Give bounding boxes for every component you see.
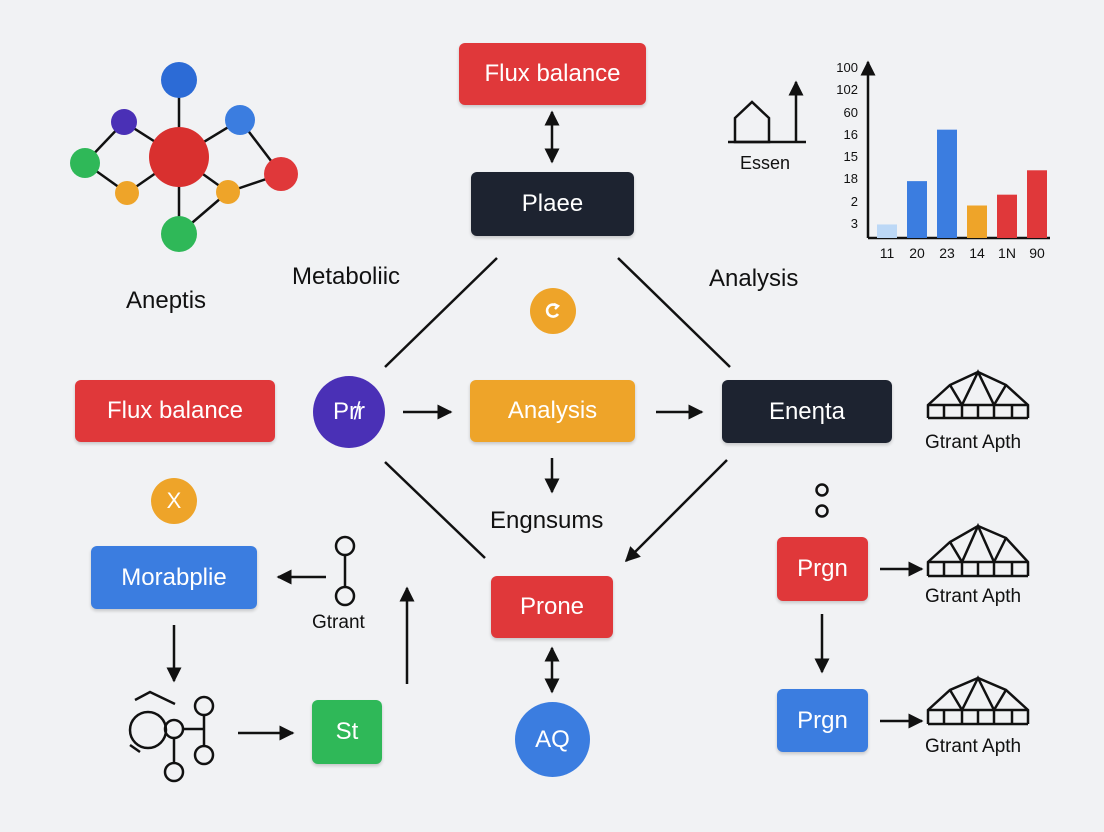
prone-node[interactable]: Prone [491,576,613,638]
chart-bar-11 [877,224,897,238]
chart-x-tick: 1N [998,245,1016,261]
chart-x-tick: 23 [939,245,955,261]
analysis-node[interactable]: Analysis [470,380,635,442]
eneqta-node[interactable]: Eneηta [722,380,892,443]
prgn-red-node[interactable]: Prgn [777,537,868,601]
bar-chart [860,60,1050,240]
x-badge[interactable]: X [151,478,197,524]
aq-circle-node[interactable]: AQ [515,702,590,777]
st-node[interactable]: St [312,700,382,764]
chart-y-tick: 16 [843,126,858,142]
flow-arrows [166,110,924,741]
connector-plaee-eneqta [617,257,731,368]
refresh-icon [545,302,561,318]
diamond-connectors [384,257,731,563]
connector-plaee-prr [384,257,498,368]
chart-x-tick: 14 [969,245,985,261]
chart-bar-20 [907,181,927,238]
refresh-badge[interactable] [530,288,576,334]
circuit-icon [128,690,215,783]
connector-prr-prone [384,461,486,559]
link-chain-icon [815,483,829,518]
gtrant-apth-label-2: Gtrant Apth [925,586,1022,607]
chart-y-tick: 2 [850,193,858,209]
flux-balance-top-node[interactable]: Flux balance [459,43,646,105]
prr-circle-node[interactable]: Pr̸r [313,376,385,448]
prgn-blue-node[interactable]: Prgn [777,689,868,752]
chart-y-tick: 60 [843,104,858,120]
dome-network-icon-1 [926,369,1030,420]
chart-y-tick: 3 [850,216,858,231]
chart-bar-14 [967,205,987,238]
chart-x-tick: 11 [879,245,895,261]
gtrant-apth-label-3: Gtrant Apth [925,736,1022,757]
chart-bar-23 [937,129,957,238]
chart-y-tick: 102 [836,82,858,98]
metabolic-label: Metaboliic [292,263,401,290]
plaee-node[interactable]: Plaee [471,172,634,236]
engnsums-label: Engnsums [490,507,604,534]
essen-label: Essen [740,153,791,173]
dome-network-icon-2 [926,522,1030,578]
gtrant-apth-label-1: Gtrant Apth [925,432,1022,453]
chart-x-tick: 90 [1029,245,1045,261]
dome-network-icon-3 [926,675,1030,726]
chart-y-tick: 15 [843,149,858,165]
connector-eneqta-prone [624,459,728,563]
morabplie-node[interactable]: Morabplie [91,546,257,609]
gtrant-label: Gtrant [312,612,365,633]
analysis-label: Analysis [709,265,799,292]
chart-y-tick: 100 [836,60,858,75]
molecule-label: Aneptis [126,287,207,314]
flux-balance-left-node[interactable]: Flux balance [75,380,275,442]
molecule-icon [70,62,298,252]
chart-y-tick: 18 [843,171,858,187]
node-link-icon [334,535,356,607]
house-growth-icon [728,80,806,144]
chart-x-tick: 20 [909,245,925,261]
chart-bar-90 [1027,170,1047,238]
chart-bar-1N [997,194,1017,238]
